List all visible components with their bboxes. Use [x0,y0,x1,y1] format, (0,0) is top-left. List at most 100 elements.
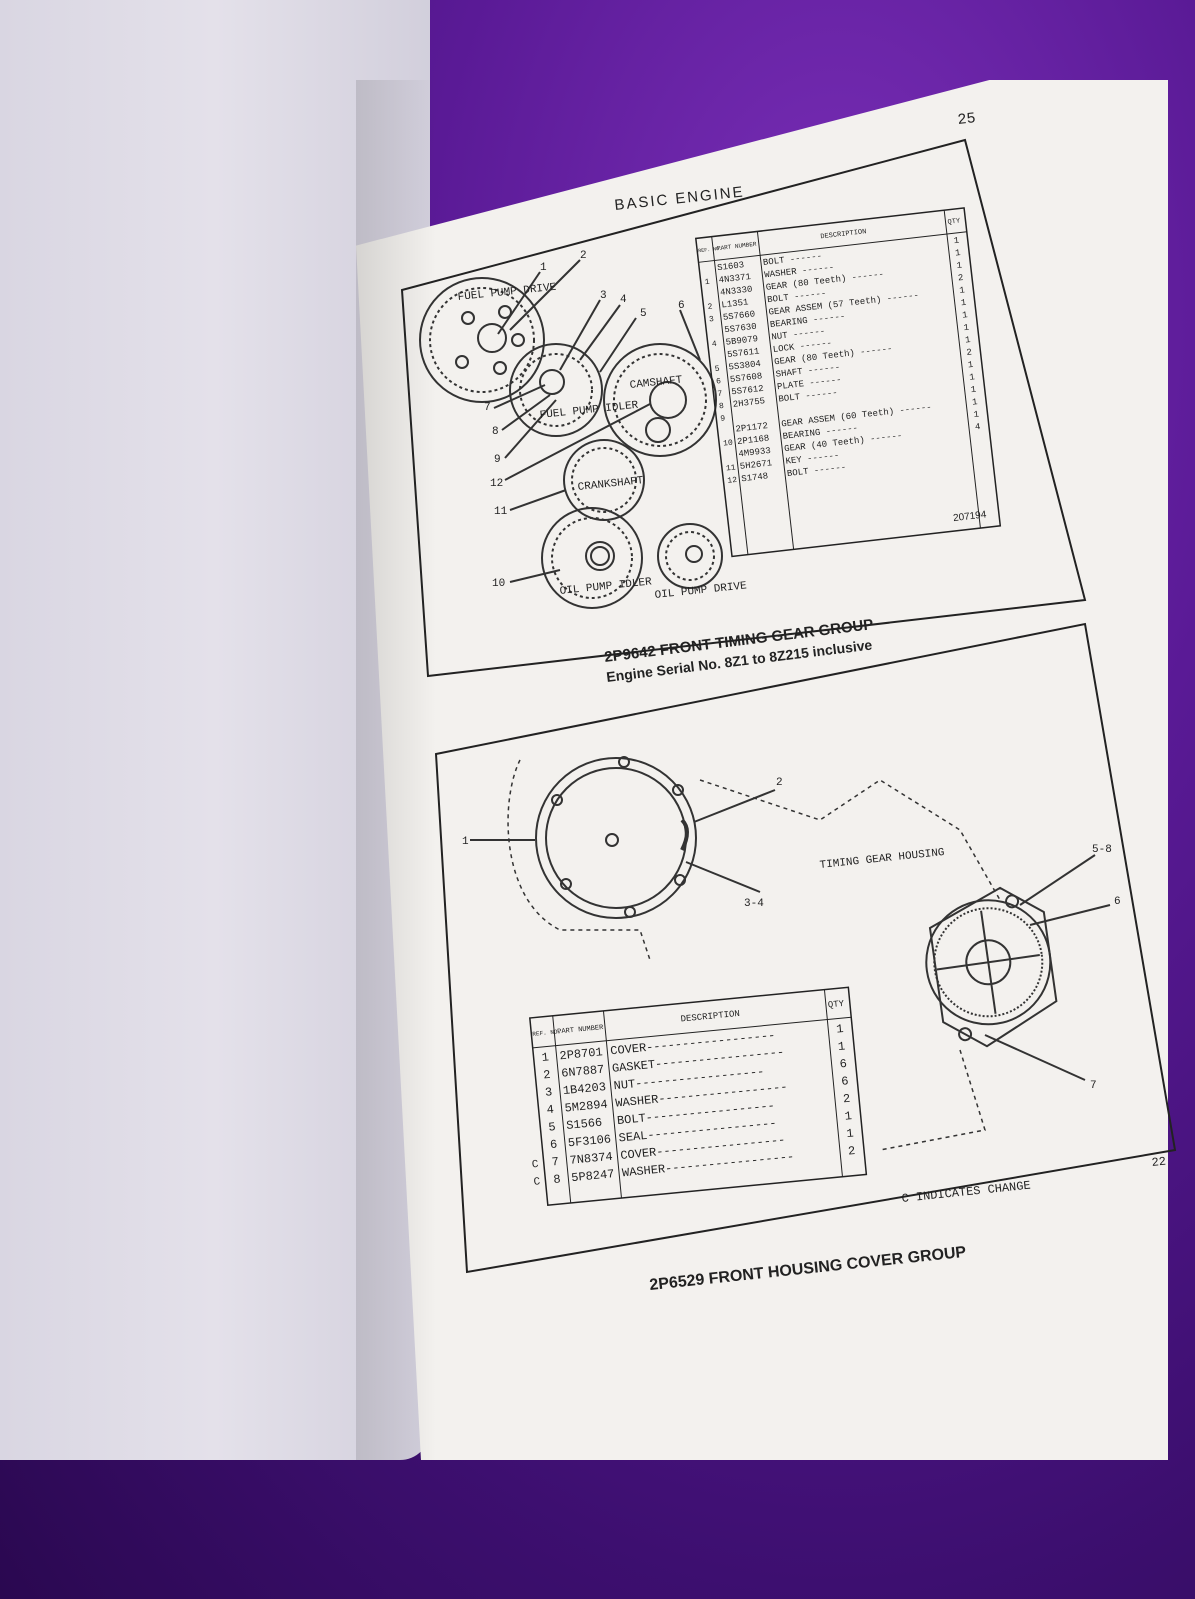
callout: 12 [490,478,503,490]
table-cell-change: C [533,1176,541,1189]
callout: 11 [494,506,508,518]
table-cell-part: 1B4203 [562,1080,606,1098]
seal-assembly [925,886,1058,1048]
table-cell-part: 5S7611 [727,347,760,361]
camshaft-gear [603,343,717,457]
table-cell-part: 4N3371 [718,272,751,286]
table-cell-qty: 1 [963,323,970,334]
table-cell-ref: 6 [716,377,722,387]
callout: 7 [1090,1080,1097,1092]
fuel-pump-drive-gear [419,277,545,403]
top-header-ref: REF. NO. [698,246,723,255]
table-cell-ref: 4 [711,340,717,350]
table-cell-qty: 2 [966,347,973,358]
table-cell-qty: 2 [842,1092,851,1107]
top-header-part: PART NUMBER [717,241,758,252]
table-cell-part: 5H2671 [739,458,772,472]
table-cell-part: 2P8701 [559,1045,603,1063]
table-cell-part: 5F3106 [567,1132,611,1150]
table-cell-ref: 3 [709,315,715,325]
table-cell-part: 5S7660 [722,309,755,323]
label-camshaft: CAMSHAFT [629,374,683,391]
table-cell-part: S1748 [741,471,769,484]
table-cell-ref: 7 [717,389,723,399]
callout: 6 [1114,896,1121,908]
table-cell-qty: 1 [959,285,966,296]
table-cell-qty: 1 [836,1022,845,1037]
table-cell-change: C [531,1159,539,1172]
callout: 1 [462,836,469,848]
callout: 8 [492,426,499,438]
table-cell-ref: 8 [719,402,725,412]
oil-pump-drive-gear [657,523,723,589]
table-cell-qty: 1 [960,298,967,309]
bottom-header-qty: QTY [827,999,845,1011]
right-page [356,80,1168,1460]
callout: 3-4 [744,898,764,910]
callout: 3 [600,290,607,302]
table-cell-ref: 2 [707,303,713,313]
table-cell-part: 2P1172 [735,421,768,435]
table-cell-ref: 3 [544,1085,553,1100]
callout: 5-8 [1092,844,1112,856]
oil-pump-idler-gear [541,507,643,609]
table-cell-ref: 9 [720,414,726,424]
bottom-parts-table: REF. NO. PART NUMBER DESCRIPTION QTY 1 2P… [528,986,868,1206]
top-parts-table: REF. NO. PART NUMBER DESCRIPTION QTY S16… [694,207,1002,558]
top-header-desc: DESCRIPTION [820,228,867,241]
table-cell-ref: 5 [548,1120,557,1135]
page-number: 25 [957,110,977,129]
cover-plate [535,757,697,919]
table-cell-part: 6N7887 [561,1063,605,1081]
callout: 9 [494,454,501,466]
bottom-group-frame [434,622,1177,1274]
top-group-frame [400,138,1087,678]
table-cell-part: S1566 [566,1116,603,1133]
table-cell-ref: 4 [546,1103,555,1118]
page-ref: 22 [1151,1155,1167,1170]
label-fuel-pump-drive: FUEL PUMP DRIVE [457,282,557,304]
table-cell-part: 5S7630 [724,322,757,336]
table-cell-qty: 1 [846,1127,855,1142]
table-cell-qty: 2 [847,1144,856,1159]
table-cell-qty: 1 [956,261,963,272]
table-cell-qty: 1 [844,1109,853,1124]
table-cell-ref: 6 [549,1137,558,1152]
table-cell-part: 2P1168 [737,433,770,447]
table-cell-qty: 1 [965,335,972,346]
table-cell-qty: 1 [962,310,969,321]
top-diagram-labels: FUEL PUMP DRIVE FUEL PUMP IDLER CAMSHAFT… [457,250,748,602]
figure-number: 207194 [953,509,988,524]
table-cell-ref: 2 [543,1068,552,1083]
table-cell-qty: 2 [957,273,964,284]
table-cell-qty: 1 [972,397,979,408]
table-cell-part: 4M9933 [738,446,771,460]
table-cell-qty: 1 [955,248,962,259]
table-cell-ref: 5 [714,365,720,375]
table-cell-ref: 1 [704,278,710,288]
page-gutter-shadow [356,80,436,1460]
table-cell-part: S1603 [717,260,745,273]
table-cell-qty: 1 [973,410,980,421]
callout: 2 [776,777,783,789]
label-timing-gear-housing: TIMING GEAR HOUSING [819,847,945,872]
bottom-group-title: 2P6529 FRONT HOUSING COVER GROUP [649,1244,968,1294]
change-note: C INDICATES CHANGE [901,1179,1031,1206]
table-cell-qty: 6 [839,1057,848,1072]
label-oil-pump-drive: OIL PUMP DRIVE [654,580,748,602]
table-cell-ref: 8 [553,1172,562,1187]
fuel-pump-idler-gear [509,343,603,437]
table-cell-part: 5M2894 [564,1097,608,1115]
timing-gear-diagram [419,259,723,609]
table-cell-part: 7N8374 [569,1150,613,1168]
callout: 1 [540,262,547,274]
table-cell-qty: 1 [970,385,977,396]
bottom-header-part: PART NUMBER [557,1024,605,1036]
table-cell-part: 5S3804 [728,359,761,373]
table-cell-part: 2H3755 [732,396,765,410]
table-cell-ref: 10 [723,439,734,449]
bottom-header-ref: REF. NO. [532,1028,561,1038]
table-cell-part: 5S7608 [729,371,762,385]
bottom-header-desc: DESCRIPTION [680,1009,740,1025]
